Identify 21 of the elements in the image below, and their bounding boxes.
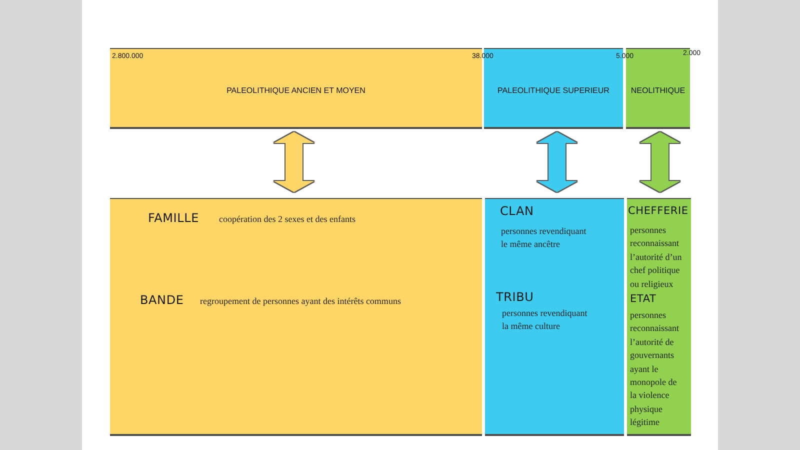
society-panel (627, 198, 691, 436)
society-description: personnes reconnaissant l’autorité d’un chef politique ou religieux (630, 224, 683, 291)
double-arrow (640, 132, 680, 192)
society-description: personnes revendiquant la même culture (502, 307, 588, 334)
society-type-heading: TRIBU (496, 290, 534, 304)
period-label: NEOLITHIQUE (630, 86, 686, 96)
society-panel (110, 198, 482, 436)
society-description: coopération des 2 sexes et des enfants (219, 213, 356, 226)
society-description: personnes revendiquant le même ancêtre (501, 225, 588, 252)
society-type-heading: BANDE (140, 293, 184, 307)
period-label: PALEOLITHIQUE ANCIEN ET MOYEN (226, 86, 366, 96)
double-arrow (537, 132, 577, 192)
society-type-heading: CHEFFERIE (628, 204, 688, 218)
society-description: personnes reconnaissant l’autorité de gouvernants ayant le monopole de la violence physique légitime (630, 309, 680, 430)
period-label: PALEOLITHIQUE SUPERIEUR (498, 86, 610, 96)
society-type-heading: CLAN (500, 204, 534, 218)
society-panel (485, 198, 624, 436)
society-type-heading: ETAT (630, 292, 656, 306)
society-description: regroupement de personnes ayant des intérêts communs (200, 295, 401, 308)
society-type-heading: FAMILLE (148, 211, 199, 225)
double-arrow (274, 132, 314, 192)
